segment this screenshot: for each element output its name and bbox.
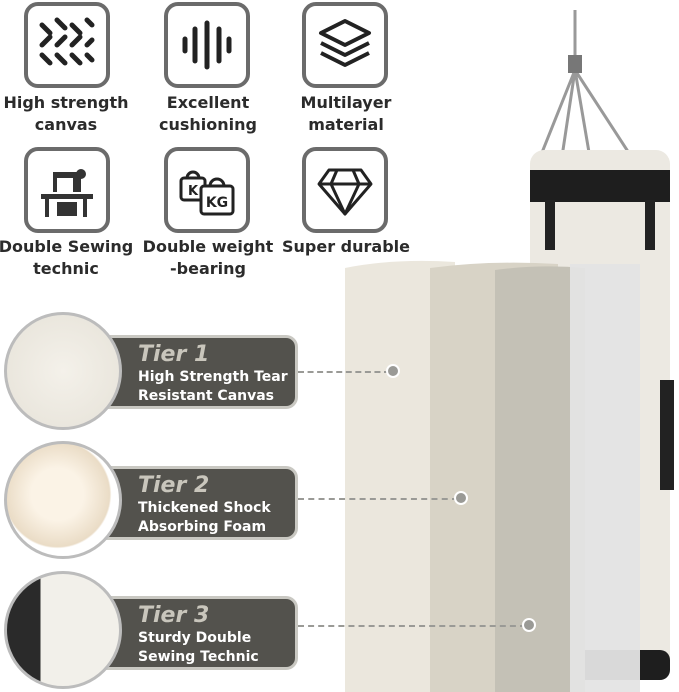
- layers-icon: [319, 19, 371, 67]
- feature-tile-diamond: [302, 147, 388, 233]
- sewing-swatch: [4, 571, 122, 689]
- weight-small-label: K: [188, 184, 199, 199]
- feature-tile-layers: [302, 2, 388, 88]
- feature-tile-canvas: [24, 2, 110, 88]
- canvas-texture-swatch: [4, 312, 122, 430]
- weight-icon: K KG: [179, 170, 235, 216]
- diamond-icon: [317, 168, 373, 216]
- foam-swatch: [4, 441, 122, 559]
- weight-big-label: KG: [206, 195, 228, 211]
- feature-tile-weight: K KG: [164, 147, 250, 233]
- feature-label: Super durable: [282, 237, 410, 256]
- feature-tile-cushion: [164, 2, 250, 88]
- feature-tile-sewing: [24, 147, 110, 233]
- canvas-pattern-icon: [39, 17, 95, 66]
- cushion-bars-icon: [182, 20, 232, 70]
- feature-label: Double weight-bearing: [142, 237, 274, 278]
- punching-bag-illustration: [345, 10, 674, 692]
- sewing-machine-icon: [41, 169, 93, 217]
